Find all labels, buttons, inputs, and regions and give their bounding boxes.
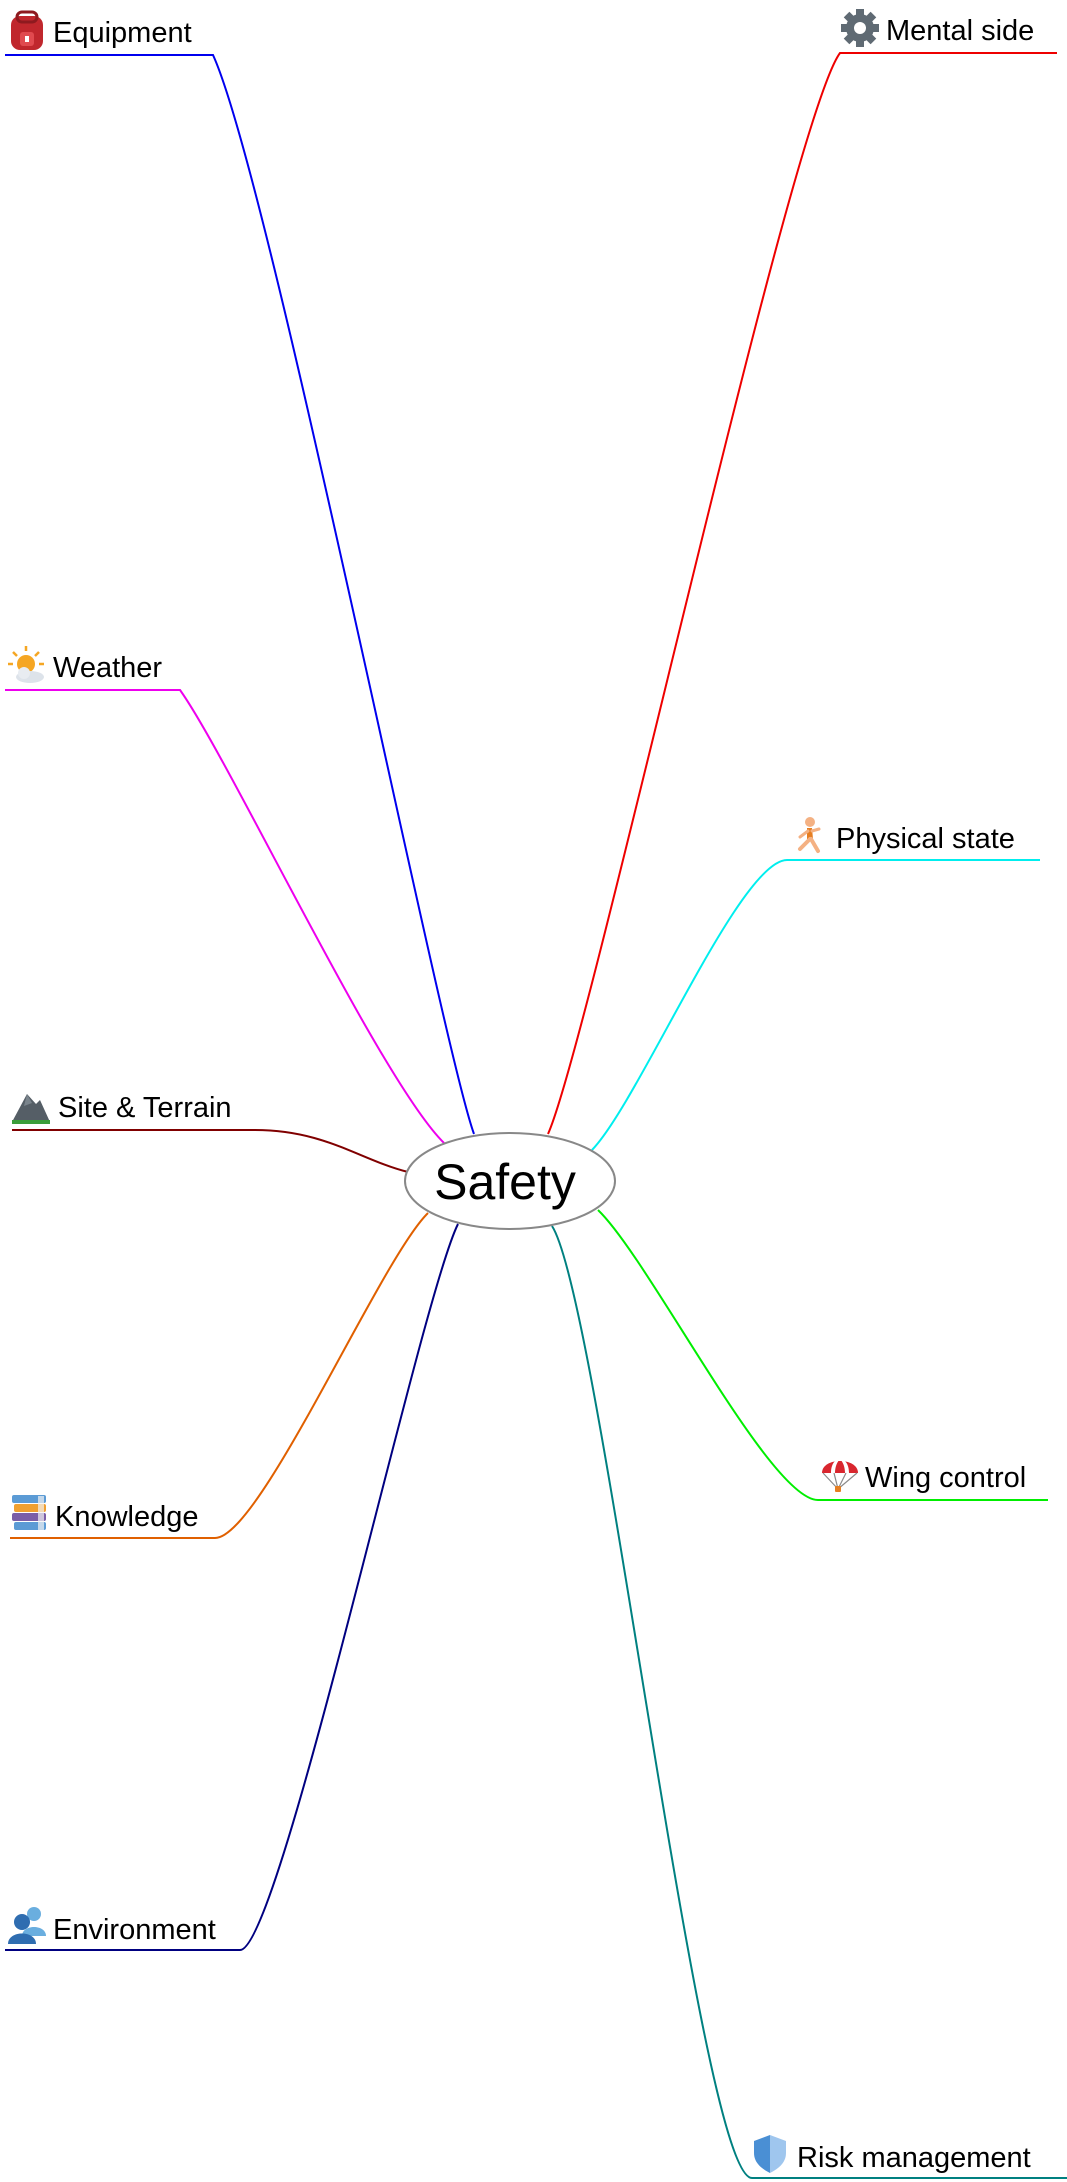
central-topic-ellipse [404,1132,616,1230]
connector-knowledge [10,1212,429,1539]
branch-wing-control[interactable]: Wing control [822,1459,1026,1494]
branch-label: Equipment [53,17,192,49]
branch-mental-side[interactable]: Mental side [841,9,1034,47]
mountain-icon [12,1094,50,1124]
central-topic[interactable]: Safety [404,1132,616,1230]
branch-risk-management[interactable]: Risk management [754,2135,1031,2174]
connector-risk-management [551,1225,1067,2179]
branch-label: Site & Terrain [58,1092,232,1124]
backpack-icon [11,10,43,50]
branch-label: Knowledge [55,1501,199,1533]
branch-physical-state[interactable]: Physical state [798,817,1015,855]
connector-equipment [5,54,475,1135]
branch-equipment[interactable]: Equipment [11,10,192,50]
branch-label: Environment [53,1914,216,1946]
branch-knowledge[interactable]: Knowledge [12,1495,199,1533]
runner-icon [798,817,821,853]
books-icon [12,1495,46,1530]
people-icon [8,1907,46,1944]
branch-label: Physical state [836,823,1015,855]
connector-wing-control [597,1209,1048,1501]
parachute-icon [822,1459,858,1492]
central-topic-label: Safety [434,1154,576,1210]
branch-label: Mental side [886,15,1034,47]
sun-behind-cloud-icon [8,646,44,683]
branch-environment[interactable]: Environment [8,1907,216,1946]
shield-icon [754,2135,786,2173]
connector-environment [5,1223,459,1951]
connector-site-terrain [12,1129,409,1173]
connectors [5,52,1067,2179]
connector-weather [5,689,445,1144]
branch-site-terrain[interactable]: Site & Terrain [12,1092,232,1124]
branch-weather[interactable]: Weather [8,646,162,684]
connector-mental-side [547,52,1057,1135]
branch-label: Risk management [797,2142,1031,2174]
branch-label: Weather [53,652,162,684]
gear-icon [841,9,879,47]
branch-label: Wing control [865,1462,1026,1494]
connector-physical-state [591,859,1040,1151]
